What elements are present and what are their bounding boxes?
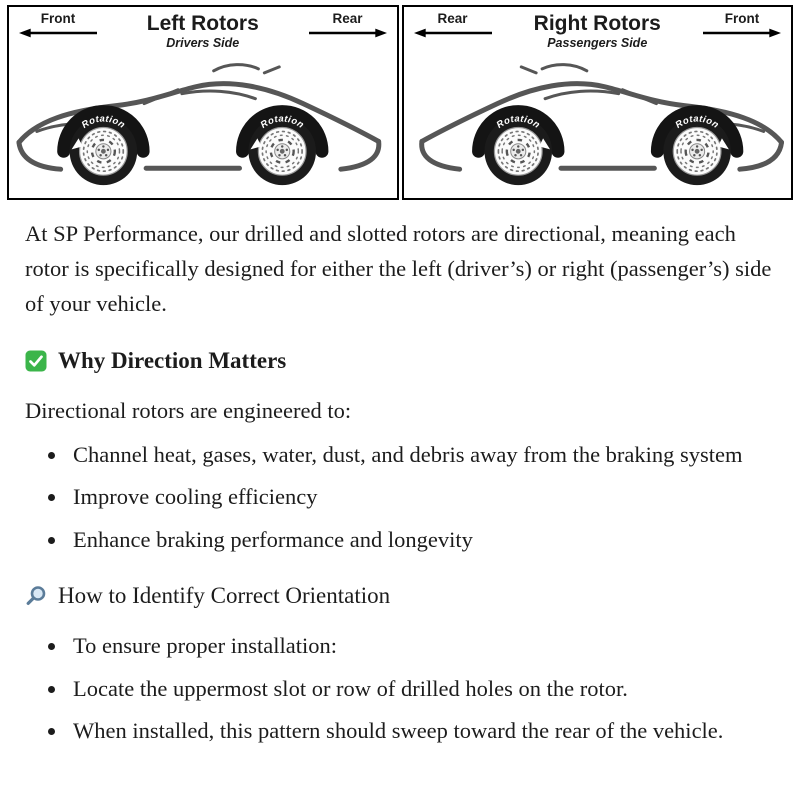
rotation-arrow-icon [538, 138, 550, 150]
left-panel-titles: Left Rotors Drivers Side [147, 12, 259, 51]
panel-title: Right Rotors [533, 12, 661, 35]
rear-direction-label: Rear [307, 11, 389, 38]
panel-subtitle: Passengers Side [547, 36, 648, 51]
front-label: Front [40, 11, 76, 26]
rotation-label: Rotation [494, 112, 542, 130]
benefits-list: Channel heat, gases, water, dust, and de… [68, 438, 768, 557]
identify-heading: How to Identify Correct Orientation [58, 582, 391, 608]
svg-text:Rotation: Rotation [258, 112, 306, 130]
front-label: Front [724, 11, 760, 26]
arrow-left-icon [413, 28, 492, 38]
car-illustration-left: Rotation Rotation [9, 47, 397, 196]
left-rotors-panel: Front Left Rotors Drivers Side Rear [7, 5, 399, 200]
arrow-left-icon [19, 28, 97, 38]
rear-label: Rear [332, 11, 363, 26]
arrow-right-icon [703, 28, 781, 38]
rotation-label: Rotation [79, 112, 127, 130]
svg-text:Rotation: Rotation [672, 112, 720, 130]
left-panel-header: Front Left Rotors Drivers Side Rear [9, 7, 397, 51]
list-item: Enhance braking performance and longevit… [68, 523, 768, 557]
rotation-label: Rotation [258, 112, 306, 130]
why-direction-heading-row: Why Direction Matters [25, 348, 775, 374]
right-rotors-panel: Rear Right Rotors Passengers Side Front [401, 5, 793, 200]
list-item: To ensure proper installation: [68, 629, 768, 663]
right-panel-header: Rear Right Rotors Passengers Side Front [404, 7, 792, 51]
panel-title: Left Rotors [146, 12, 259, 35]
rotation-label: Rotation [672, 112, 720, 130]
rotation-arrow-icon [71, 138, 83, 150]
car-illustration-right: Rotation Rotation [404, 47, 792, 196]
svg-text:Rotation: Rotation [79, 112, 127, 130]
list-item: When installed, this pattern should swee… [68, 714, 768, 748]
list-item: Improve cooling efficiency [68, 480, 768, 514]
right-panel-titles: Right Rotors Passengers Side [534, 12, 661, 51]
panel-subtitle: Drivers Side [166, 36, 240, 51]
check-icon [25, 350, 47, 372]
identify-heading-row: How to Identify Correct Orientation [25, 583, 775, 609]
rear-label: Rear [437, 11, 468, 26]
rotation-arrow-icon [250, 138, 262, 150]
magnifier-icon [25, 585, 47, 607]
intro-paragraph: At SP Performance, our drilled and slott… [25, 220, 772, 316]
rear-direction-label: Rear [412, 11, 494, 38]
list-item: Channel heat, gases, water, dust, and de… [68, 438, 768, 472]
article-content: At SP Performance, our drilled and slott… [0, 217, 800, 748]
front-direction-label: Front [17, 11, 99, 38]
engineered-lead: Directional rotors are engineered to: [25, 397, 352, 423]
rotation-arrow-icon [717, 138, 729, 150]
orientation-list: To ensure proper installation: Locate th… [68, 629, 768, 748]
front-direction-label: Front [701, 11, 783, 38]
list-item: Locate the uppermost slot or row of dril… [68, 672, 768, 706]
svg-text:Rotation: Rotation [494, 112, 542, 130]
arrow-right-icon [308, 28, 387, 38]
why-direction-heading: Why Direction Matters [58, 347, 287, 373]
rotor-direction-diagram: Front Left Rotors Drivers Side Rear [7, 5, 793, 200]
